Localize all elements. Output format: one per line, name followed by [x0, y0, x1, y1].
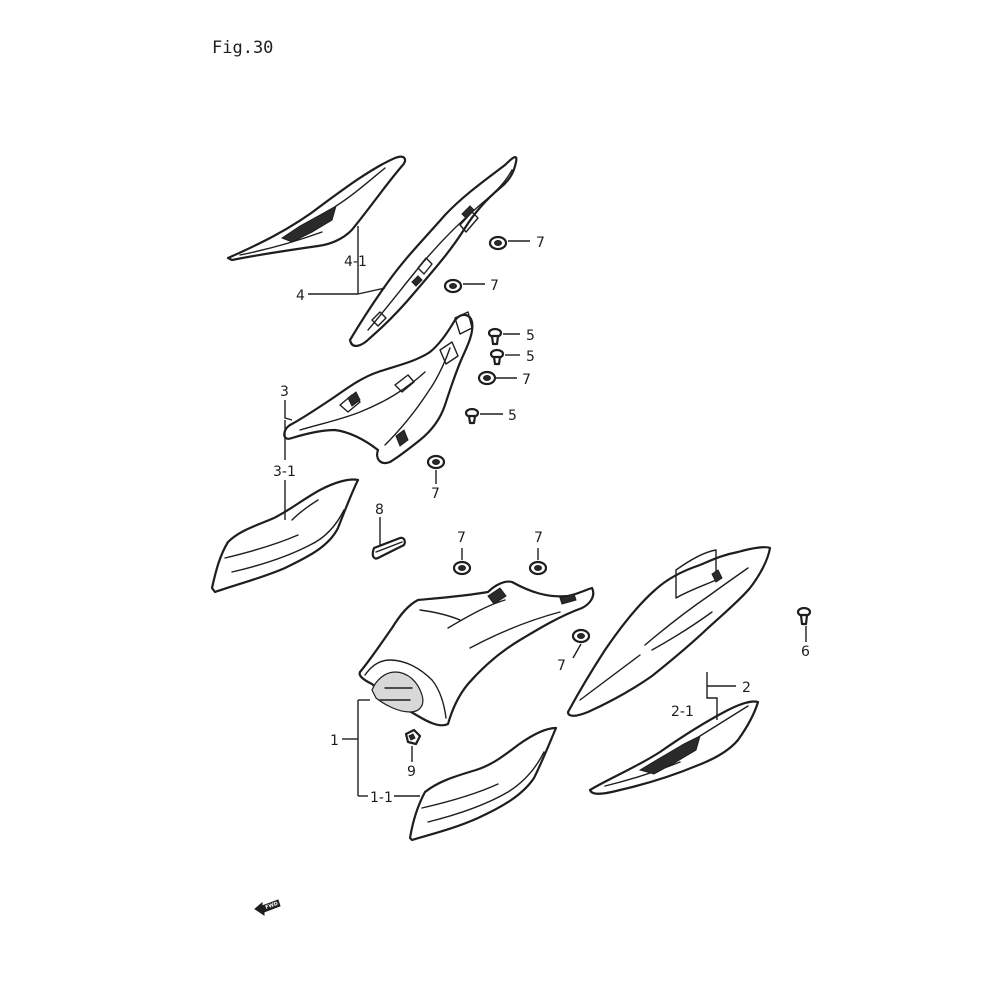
part-1-side-cover[interactable] [358, 580, 595, 727]
callout-3: 3 [280, 384, 289, 400]
callout-5c: 5 [508, 408, 517, 424]
part-9-clip[interactable] [404, 728, 422, 746]
callout-7c: 7 [522, 372, 531, 388]
callout-8: 8 [375, 502, 384, 518]
callout-3-1: 3-1 [273, 464, 296, 480]
grommet-7d[interactable] [426, 454, 446, 470]
callout-4: 4 [296, 288, 305, 304]
part-4-rail-cover[interactable] [348, 156, 518, 347]
part-3-frame-cover[interactable] [283, 311, 474, 465]
part-2-side-panel[interactable] [566, 546, 772, 717]
part-2-1-decal[interactable] [588, 700, 760, 795]
figure-title: Fig.30 [212, 38, 273, 58]
callout-6: 6 [801, 644, 810, 660]
grommet-7g[interactable] [571, 628, 591, 644]
callout-7g: 7 [557, 658, 566, 674]
callout-5b: 5 [526, 349, 535, 365]
callout-2-1: 2-1 [671, 704, 694, 720]
fwd-arrow-icon: FWD [254, 899, 281, 916]
callout-5a: 5 [526, 328, 535, 344]
callout-7e: 7 [457, 530, 466, 546]
fwd-label: FWD [265, 901, 279, 911]
callout-9: 9 [407, 764, 416, 780]
grommet-7f[interactable] [528, 560, 548, 576]
screw-6[interactable] [796, 606, 812, 626]
grommet-7c[interactable] [477, 370, 497, 386]
part-4-1-decal[interactable] [226, 155, 407, 262]
part-3-1-decal[interactable] [210, 478, 360, 594]
screw-5b[interactable] [489, 348, 505, 366]
callout-1: 1 [330, 733, 339, 749]
callout-7b: 7 [490, 278, 499, 294]
callout-7d: 7 [431, 486, 440, 502]
grommet-7a[interactable] [488, 235, 508, 251]
screw-5a[interactable] [487, 327, 503, 346]
grommet-7e[interactable] [452, 560, 472, 576]
part-1-1-decal[interactable] [408, 726, 558, 842]
leader-lines [284, 226, 807, 797]
callout-2: 2 [742, 680, 751, 696]
part-8-pad[interactable] [371, 536, 406, 560]
callout-7f: 7 [534, 530, 543, 546]
screw-5c[interactable] [464, 407, 480, 425]
callout-1-1: 1-1 [370, 790, 393, 806]
grommet-7b[interactable] [443, 278, 463, 294]
callout-4-1: 4-1 [344, 254, 367, 270]
callout-7a: 7 [536, 235, 545, 251]
